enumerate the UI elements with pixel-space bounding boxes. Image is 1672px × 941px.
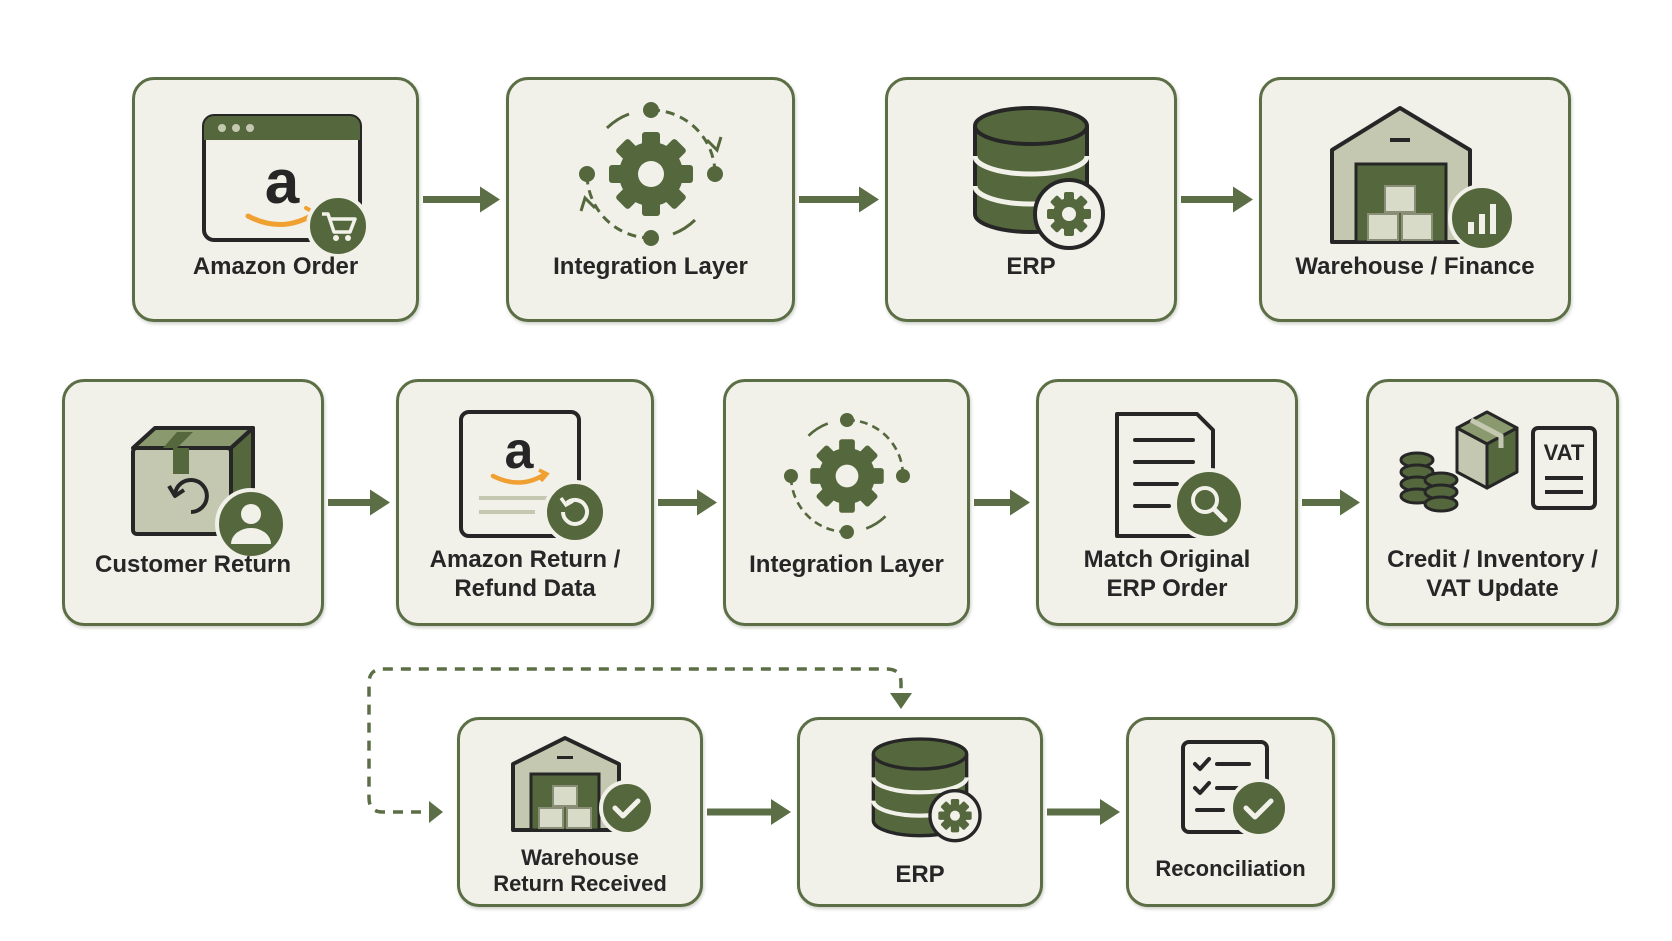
- svg-text:a: a: [264, 148, 299, 217]
- node-customer-return: Customer Return: [62, 379, 324, 626]
- node-integration-layer: Integration Layer: [723, 379, 970, 626]
- node-label: Match Original ERP Order: [1039, 545, 1295, 603]
- arrow-head: [1010, 489, 1030, 516]
- node-erp: ERP: [885, 77, 1177, 322]
- integration-gear-icon: [726, 406, 967, 546]
- node-label: ERP: [800, 860, 1040, 889]
- node-label-line: Reconciliation: [1155, 856, 1306, 881]
- arrow-head: [1233, 186, 1253, 213]
- node-label: Warehouse Return Received: [460, 845, 700, 897]
- arrow-head: [697, 489, 717, 516]
- dashed-loop-connector: [367, 667, 903, 814]
- arrow-head: [370, 489, 390, 516]
- checklist-check-icon: [1129, 738, 1332, 838]
- node-label-line: Warehouse / Finance: [1295, 253, 1535, 280]
- coins-box-vat-icon: VAT: [1369, 402, 1616, 532]
- node-label-line: Credit / Inventory /: [1387, 546, 1598, 573]
- amazon-document-refund-icon: a: [399, 404, 651, 554]
- svg-text:a: a: [505, 422, 535, 480]
- node-amazon-return-refund: a Amazon Return / Refund Data: [396, 379, 654, 626]
- node-label-line: Return Received: [493, 871, 667, 896]
- node-label-line: ERP Order: [1106, 575, 1228, 602]
- node-label: Integration Layer: [726, 550, 967, 579]
- database-gear-icon: [888, 102, 1174, 252]
- node-label-line: ERP: [895, 861, 945, 888]
- integration-gear-icon: [509, 94, 792, 254]
- arrow-head: [859, 186, 879, 213]
- arrow-head: [1340, 489, 1360, 516]
- node-warehouse-return-received: Warehouse Return Received: [457, 717, 703, 907]
- document-search-icon: [1039, 406, 1295, 556]
- node-label-line: Amazon Order: [192, 253, 359, 280]
- node-label-line: Warehouse: [521, 845, 639, 870]
- node-label-line: Amazon Return /: [429, 546, 621, 573]
- node-label: Integration Layer: [509, 252, 792, 281]
- warehouse-chart-icon: [1262, 102, 1568, 252]
- node-erp: ERP: [797, 717, 1043, 907]
- node-label-line: Integration Layer: [553, 253, 748, 280]
- warehouse-check-icon: [460, 734, 700, 834]
- node-label: Amazon Return / Refund Data: [399, 545, 651, 603]
- database-gear-icon: [800, 734, 1040, 844]
- return-box-user-icon: [65, 412, 321, 562]
- node-amazon-order: a Amazon Order: [132, 77, 419, 322]
- arrow-head: [771, 799, 791, 825]
- arrow-head: [890, 693, 912, 709]
- node-label-line: Match Original: [1083, 546, 1251, 573]
- node-label: Credit / Inventory / VAT Update: [1369, 545, 1616, 603]
- node-label-line: Refund Data: [454, 575, 596, 602]
- node-label: Warehouse / Finance: [1262, 252, 1568, 281]
- node-label-line: VAT Update: [1426, 575, 1559, 602]
- node-match-original-erp: Match Original ERP Order: [1036, 379, 1298, 626]
- node-label-line: Customer Return: [94, 551, 292, 578]
- amazon-browser-cart-icon: a: [135, 108, 416, 258]
- node-label: Amazon Order: [135, 252, 416, 281]
- node-label: ERP: [888, 252, 1174, 281]
- node-label-line: Integration Layer: [749, 551, 944, 578]
- node-integration-layer: Integration Layer: [506, 77, 795, 322]
- node-credit-inventory-vat: VAT Credit / Inventory / VAT Update: [1366, 379, 1619, 626]
- node-label-line: ERP: [1006, 253, 1056, 280]
- node-label: Reconciliation: [1129, 856, 1332, 882]
- node-label: Customer Return: [65, 550, 321, 579]
- node-reconciliation: Reconciliation: [1126, 717, 1335, 907]
- arrow-head: [480, 186, 500, 213]
- vat-badge: VAT: [1543, 440, 1584, 465]
- node-warehouse-finance: Warehouse / Finance: [1259, 77, 1571, 322]
- arrow-head: [429, 801, 443, 823]
- arrow-head: [1100, 799, 1120, 825]
